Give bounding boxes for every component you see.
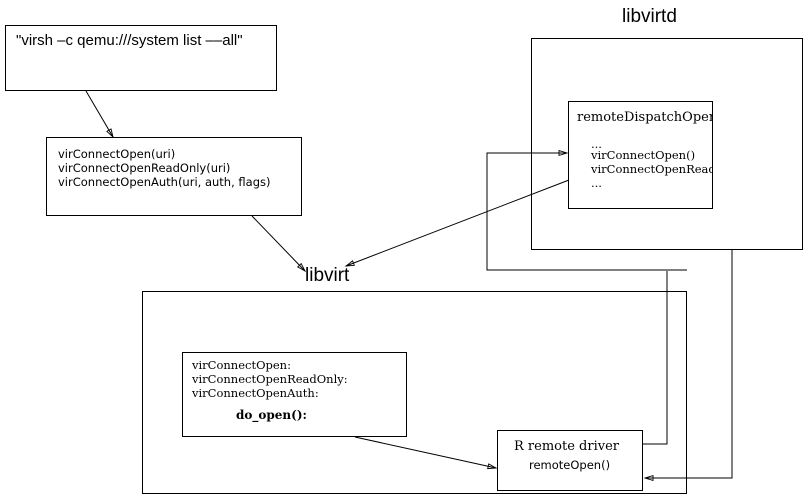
driver-impl-box: virConnectOpen: virConnectOpenReadOnly: … [182,352,407,437]
api-line-2: virConnectOpenAuth(uri, auth, flags) [58,175,271,189]
virsh-command-text: "virsh –c qemu:///system list ––all" [16,32,243,49]
api-line-0: virConnectOpen(uri) [58,147,176,161]
impl-line-1: virConnectOpenReadOnly: [192,372,348,386]
remote-driver-box: R remote driver remoteOpen() [497,430,643,491]
connector-libvirtd-to-driver [645,250,733,478]
api-line-1: virConnectOpenReadOnly(uri) [58,161,231,175]
dispatch-line-2: virConnectOpenReadOnly() [591,162,713,176]
libvirt-container [142,291,687,494]
virsh-command-box: "virsh –c qemu:///system list ––all" [5,25,277,91]
page-title-libvirt: libvirt [305,265,350,286]
connector-remote-to-dispatch [486,153,687,271]
connector-command-to-api [85,90,113,137]
remote-dispatch-open-box: remoteDispatchOpen(): ... virConnectOpen… [568,101,713,209]
public-api-box: virConnectOpen(uri) virConnectOpenReadOn… [46,137,302,216]
impl-do-open-call: do_open(): [236,408,307,422]
impl-line-2: virConnectOpenAuth: [192,386,319,400]
dispatch-line-0: ... [591,137,602,151]
remote-driver-title: R remote driver [514,439,619,454]
remote-driver-subtitle: remoteOpen() [529,458,611,472]
dispatch-line-1: virConnectOpen() [591,148,696,162]
impl-line-0: virConnectOpen: [192,358,291,372]
remote-dispatch-open-title: remoteDispatchOpen(): [577,110,712,125]
connector-driver-riser [643,271,668,445]
connector-api-to-libvirt [251,215,305,271]
dispatch-line-3: ... [591,176,602,190]
page-title-libvirtd: libvirtd [622,6,677,27]
